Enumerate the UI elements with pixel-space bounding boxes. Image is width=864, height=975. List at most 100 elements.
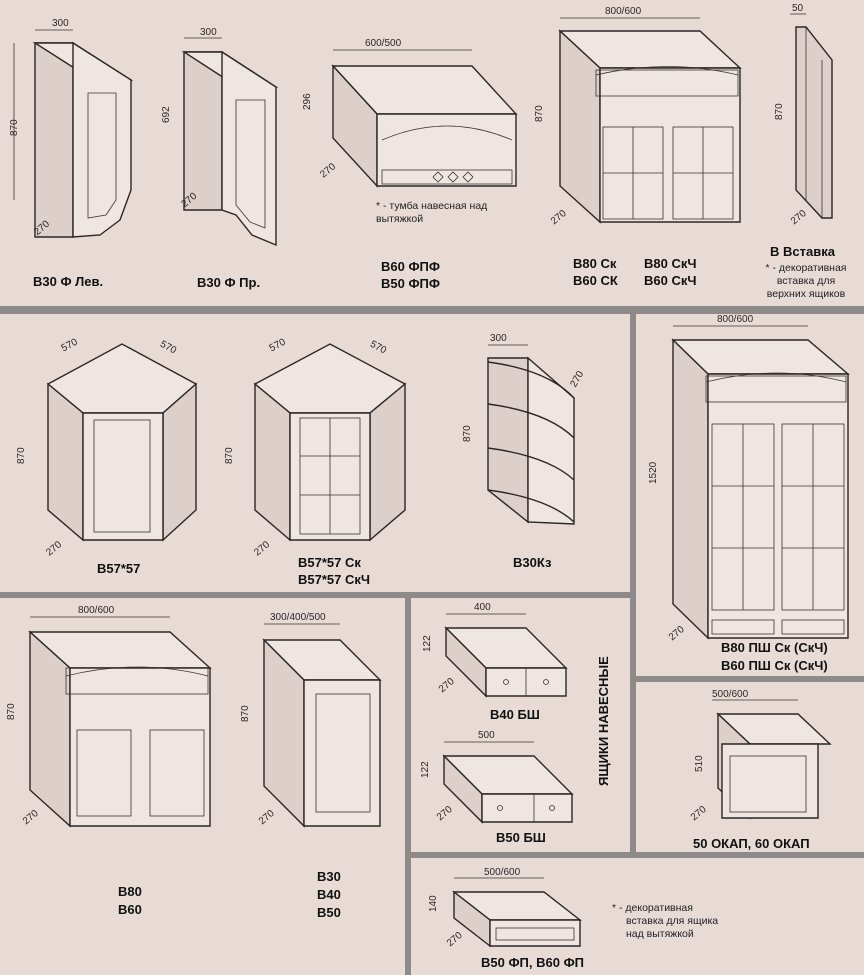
label-b57sk: В57*57 Ск — [298, 555, 361, 570]
svg-text:510: 510 — [694, 755, 705, 772]
label-okap: 50 ОКАП, 60 ОКАП — [693, 836, 810, 851]
divider-bottom-left — [405, 598, 411, 975]
note-fp-line3: над вытяжкой — [626, 928, 694, 940]
svg-text:870: 870 — [774, 103, 785, 120]
svg-text:870: 870 — [224, 447, 235, 464]
svg-text:870: 870 — [16, 447, 27, 464]
svg-text:800/600: 800/600 — [717, 314, 754, 325]
note-hood-line2: вытяжкой — [376, 213, 424, 225]
svg-text:500: 500 — [478, 730, 495, 741]
divider-right-bottom — [636, 852, 864, 858]
label-b80: В80 — [118, 884, 142, 899]
svg-text:296: 296 — [302, 93, 313, 110]
cabinet-fp-drawing: 500/600 140 270 — [428, 867, 583, 949]
label-b50bsh: В50 БШ — [496, 830, 546, 845]
label-b30f-right: В30 Ф Пр. — [197, 275, 261, 290]
svg-text:570: 570 — [158, 339, 178, 357]
svg-text:570: 570 — [368, 339, 388, 357]
svg-text:870: 870 — [240, 705, 251, 722]
label-b30f-left: В30 Ф Лев. — [33, 274, 104, 289]
label-insert-title: В Вставка — [770, 244, 835, 259]
svg-text:300: 300 — [490, 333, 507, 344]
cabinet-fpf-drawing: 600/500 296 270 — [302, 38, 518, 188]
label-b57skch: В57*57 СкЧ — [298, 572, 371, 587]
cabinet-b57-drawing: 570 570 870 270 — [16, 337, 198, 558]
label-b60fpf: В60 ФПФ — [381, 259, 440, 274]
label-b60skch: В60 СкЧ — [644, 273, 697, 288]
svg-text:870: 870 — [462, 425, 473, 442]
cabinet-b40-bsh-drawing: 400 122 270 — [422, 602, 568, 698]
divider-row2 — [0, 592, 630, 598]
svg-text:270: 270 — [549, 208, 569, 227]
svg-text:800/600: 800/600 — [78, 605, 115, 616]
divider-right-column — [630, 306, 636, 858]
svg-text:300: 300 — [200, 27, 217, 38]
label-b60psh: В60 ПШ Ск (СкЧ) — [721, 658, 828, 673]
svg-text:870: 870 — [9, 119, 20, 136]
svg-text:270: 270 — [21, 808, 41, 827]
label-b80sk: В80 Ск — [573, 256, 617, 271]
divider-right-mid — [636, 676, 864, 682]
cabinet-b30-b40-b50-drawing: 300/400/500 870 270 — [240, 612, 382, 828]
cabinet-b50-bsh-drawing: 500 122 270 — [420, 730, 574, 824]
svg-text:270: 270 — [445, 930, 465, 949]
svg-text:122: 122 — [420, 761, 431, 778]
svg-text:140: 140 — [428, 895, 439, 912]
svg-text:1520: 1520 — [648, 461, 659, 484]
svg-text:270: 270 — [568, 369, 586, 389]
note-fp: * - декоративная вставка для ящика над в… — [612, 902, 718, 941]
note-insert-line2: вставка для — [776, 275, 836, 287]
svg-text:600/500: 600/500 — [365, 38, 402, 49]
cabinet-b80-drawing: 800/600 870 270 — [6, 605, 212, 828]
label-b60: В60 — [118, 902, 142, 917]
svg-text:570: 570 — [60, 337, 80, 355]
note-insert-line3: верхних ящиков — [766, 288, 846, 300]
cabinet-b30f-right-drawing: 300 692 270 — [161, 27, 279, 247]
label-b80skch: В80 СкЧ — [644, 256, 697, 271]
label-b50: В50 — [317, 905, 341, 920]
label-b40: В40 — [317, 887, 341, 902]
svg-text:270: 270 — [435, 804, 455, 823]
cabinet-b30kz-drawing: 300 270 870 — [462, 333, 586, 525]
label-b30: В30 — [317, 869, 341, 884]
label-b50fpf: В50 ФПФ — [381, 276, 440, 291]
note-fp-line1: * - декоративная — [612, 902, 693, 914]
svg-text:270: 270 — [689, 804, 709, 823]
cabinet-b30f-left-drawing: 300 870 270 — [9, 18, 134, 238]
svg-text:570: 570 — [268, 337, 288, 355]
insert-drawing: 50 870 270 — [774, 3, 833, 227]
label-b30kz: В30Кз — [513, 555, 552, 570]
svg-text:270: 270 — [257, 808, 277, 827]
svg-text:270: 270 — [437, 676, 457, 695]
svg-text:300: 300 — [52, 18, 69, 29]
cabinet-b57-sk-drawing: 570 570 870 270 — [224, 337, 407, 558]
cabinet-b80-sk-drawing: 800/600 870 270 — [534, 6, 742, 227]
svg-text:870: 870 — [6, 703, 17, 720]
svg-text:500/600: 500/600 — [484, 867, 521, 878]
note-fp-line2: вставка для ящика — [626, 915, 719, 927]
note-insert: * - декоративная вставка для верхних ящи… — [752, 262, 860, 301]
svg-text:122: 122 — [422, 635, 433, 652]
cabinet-okap-drawing: 500/600 510 270 — [689, 689, 832, 823]
svg-text:270: 270 — [252, 539, 272, 558]
svg-text:400: 400 — [474, 602, 491, 613]
heading-wall-drawers: ЯЩИКИ НАВЕСНЫЕ — [596, 656, 611, 786]
cabinet-psh-drawing: 800/600 1520 270 — [648, 314, 850, 643]
svg-text:500/600: 500/600 — [712, 689, 749, 700]
label-b40bsh: В40 БШ — [490, 707, 540, 722]
label-b57: В57*57 — [97, 561, 141, 576]
label-fp: В50 ФП, В60 ФП — [481, 955, 585, 970]
svg-text:270: 270 — [789, 208, 809, 227]
svg-text:870: 870 — [534, 105, 545, 122]
label-b60sk: В60 СК — [573, 273, 618, 288]
label-b80psh: В80 ПШ Ск (СкЧ) — [721, 640, 828, 655]
divider-row1 — [0, 306, 864, 314]
svg-text:270: 270 — [667, 624, 687, 643]
note-hood-line1: * - тумба навесная над — [376, 200, 488, 212]
note-hood-cabinet: * - тумба навесная над вытяжкой — [376, 200, 487, 226]
svg-text:270: 270 — [44, 539, 64, 558]
svg-text:800/600: 800/600 — [605, 6, 642, 17]
svg-text:300/400/500: 300/400/500 — [270, 612, 326, 623]
